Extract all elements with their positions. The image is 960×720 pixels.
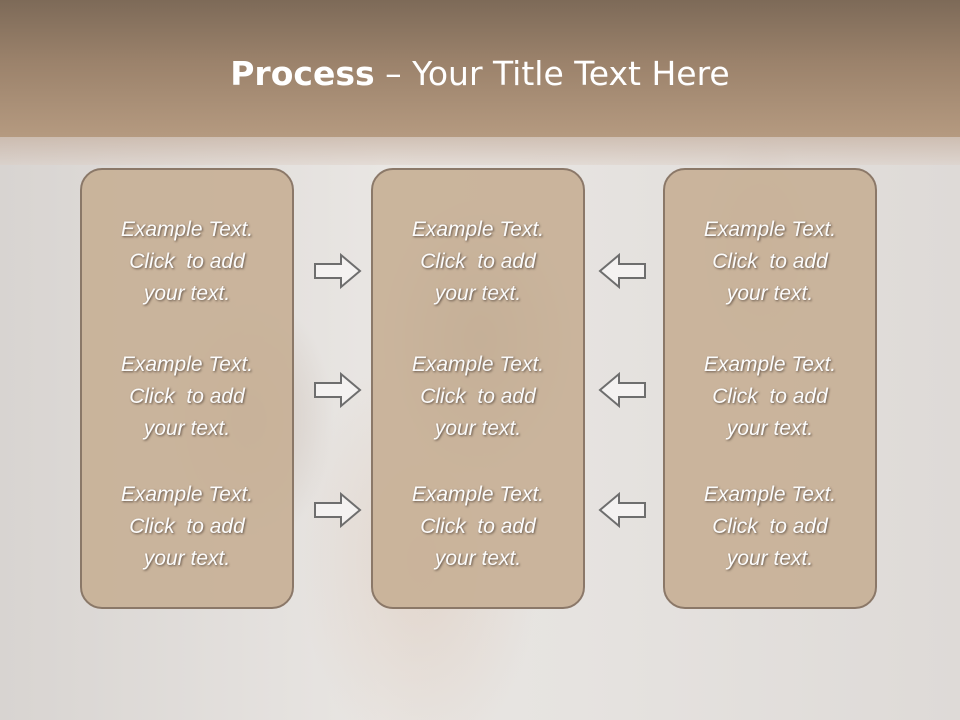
arrow-right-icon xyxy=(313,371,363,409)
text-line: Click to add xyxy=(129,250,245,273)
text-placeholder[interactable]: Example Text. Click to add your text. xyxy=(373,349,583,445)
text-placeholder[interactable]: Example Text. Click to add your text. xyxy=(373,479,583,575)
text-placeholder[interactable]: Example Text. Click to add your text. xyxy=(373,214,583,310)
title-bold: Process xyxy=(230,54,375,93)
text-line: your text. xyxy=(726,282,814,305)
arrow-left-icon xyxy=(597,491,647,529)
arrow-right-icon xyxy=(313,491,363,529)
text-line: your text. xyxy=(726,417,814,440)
text-line: Click to add xyxy=(420,250,536,273)
text-line: Click to add xyxy=(712,385,828,408)
text-line: your text. xyxy=(726,547,814,570)
title-bar-band xyxy=(0,137,960,165)
text-placeholder[interactable]: Example Text. Click to add your text. xyxy=(665,214,875,310)
arrow-right-icon xyxy=(313,252,363,290)
text-line: Example Text. xyxy=(120,353,254,376)
text-placeholder[interactable]: Example Text. Click to add your text. xyxy=(665,349,875,445)
text-line: Example Text. xyxy=(120,218,254,241)
text-placeholder[interactable]: Example Text. Click to add your text. xyxy=(82,349,292,445)
process-box-center[interactable]: Example Text. Click to add your text. Ex… xyxy=(371,168,585,609)
text-line: Click to add xyxy=(420,385,536,408)
text-line: your text. xyxy=(434,547,522,570)
text-line: Example Text. xyxy=(703,353,837,376)
arrow-left-icon xyxy=(597,371,647,409)
text-line: your text. xyxy=(143,282,231,305)
text-line: Example Text. xyxy=(411,483,545,506)
text-line: Click to add xyxy=(420,515,536,538)
process-box-right[interactable]: Example Text. Click to add your text. Ex… xyxy=(663,168,877,609)
text-placeholder[interactable]: Example Text. Click to add your text. xyxy=(82,479,292,575)
text-line: Example Text. xyxy=(703,218,837,241)
process-box-left[interactable]: Example Text. Click to add your text. Ex… xyxy=(80,168,294,609)
title-bar xyxy=(0,0,960,137)
text-placeholder[interactable]: Example Text. Click to add your text. xyxy=(82,214,292,310)
text-line: Example Text. xyxy=(120,483,254,506)
text-line: Click to add xyxy=(129,515,245,538)
text-line: Example Text. xyxy=(411,218,545,241)
text-line: your text. xyxy=(143,417,231,440)
arrow-left-icon xyxy=(597,252,647,290)
text-line: your text. xyxy=(434,282,522,305)
title-separator: – xyxy=(374,54,413,93)
text-line: Click to add xyxy=(712,250,828,273)
text-line: your text. xyxy=(143,547,231,570)
text-line: Click to add xyxy=(712,515,828,538)
slide-title[interactable]: Process – Your Title Text Here xyxy=(0,52,960,96)
text-line: Example Text. xyxy=(411,353,545,376)
title-text: Your Title Text Here xyxy=(412,54,730,93)
text-line: Click to add xyxy=(129,385,245,408)
text-line: Example Text. xyxy=(703,483,837,506)
text-placeholder[interactable]: Example Text. Click to add your text. xyxy=(665,479,875,575)
text-line: your text. xyxy=(434,417,522,440)
